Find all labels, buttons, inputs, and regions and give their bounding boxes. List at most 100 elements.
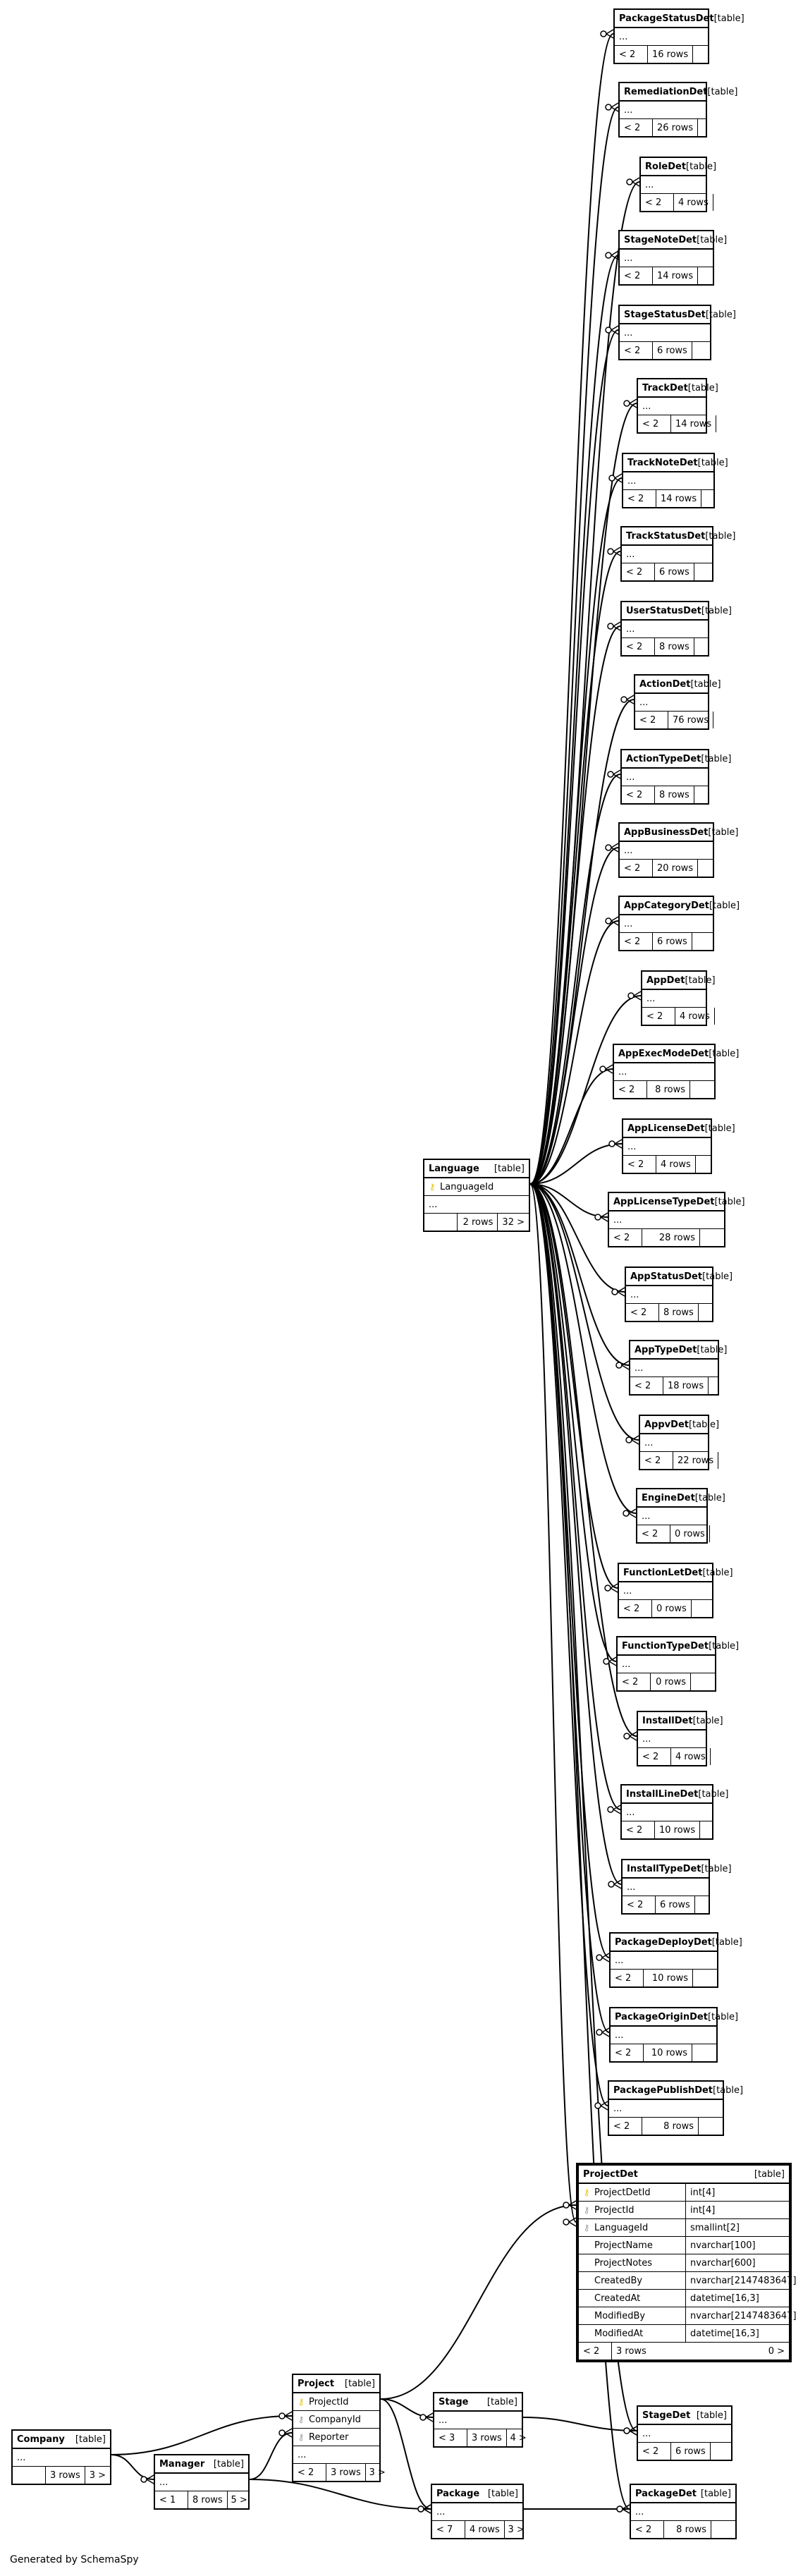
table-header: StageDet[table]	[638, 2407, 731, 2425]
table-header: InstallLineDet[table]	[622, 1786, 728, 1804]
edge-language-remediationdet	[529, 106, 619, 1185]
more-columns: ...	[609, 1211, 724, 1229]
column-row: ⚷LanguageId	[424, 1178, 529, 1196]
table-header: Company[table]	[13, 2431, 110, 2449]
more-columns: ...	[638, 1730, 706, 1748]
key-icon: ⚷	[583, 2205, 590, 2215]
edge-language-installdet-endpoint	[623, 1731, 637, 1741]
table-header: AppvDet[table]	[640, 1416, 719, 1434]
edge-company-project-endpoint	[278, 2411, 293, 2421]
more-columns: ...	[614, 1063, 714, 1081]
more-columns: ...	[631, 2503, 735, 2521]
edge-language-installlinedet-endpoint	[607, 1805, 621, 1814]
table-header: AppLicenseDet[table]	[623, 1120, 735, 1138]
key-icon: ⚷	[298, 2432, 305, 2442]
table-project[interactable]: Project[table] ⚷ProjectId ⚷CompanyId ⚷Re…	[292, 2374, 386, 2482]
edge-language-appdet-endpoint	[627, 991, 642, 1001]
generated-by-label: Generated by SchemaSpy	[10, 2554, 139, 2565]
edge-language-trackstatusdet	[529, 551, 621, 1185]
edge-language-actiondet-endpoint	[620, 695, 635, 704]
edge-language-applicensedet-endpoint	[608, 1139, 623, 1149]
edge-language-installtypedet	[529, 1183, 622, 1885]
edge-language-functiontypedet-endpoint	[603, 1656, 617, 1666]
edge-language-apptypedet-endpoint	[615, 1360, 630, 1370]
table-header: ActionDet[table]	[635, 676, 721, 694]
edge-language-roledet-endpoint	[626, 177, 640, 187]
edge-language-projectdet-endpoint	[563, 2217, 577, 2227]
edge-language-projectdet	[529, 1183, 577, 2223]
edge-language-stagestatusdet-endpoint	[605, 325, 619, 335]
more-columns: ...	[620, 915, 713, 933]
table-header: PackagePublishDet[table]	[609, 2082, 743, 2100]
table-header: TrackNoteDet[table]	[623, 454, 728, 472]
table-header: PackageDet[table]	[631, 2485, 735, 2503]
more-columns: ...	[638, 398, 706, 415]
more-columns: ...	[615, 28, 708, 46]
table-header: TrackStatusDet[table]	[622, 527, 735, 546]
edge-language-stagenotedet-endpoint	[605, 250, 619, 260]
more-columns: ...	[623, 1879, 709, 1896]
edge-language-appcategorydet-endpoint	[605, 916, 619, 926]
more-columns: ...	[622, 546, 712, 563]
more-columns: ...	[622, 1804, 712, 1821]
edge-language-appcategorydet	[529, 920, 619, 1185]
table-header: Manager[table]	[155, 2455, 248, 2474]
more-columns: ...	[155, 2474, 248, 2491]
